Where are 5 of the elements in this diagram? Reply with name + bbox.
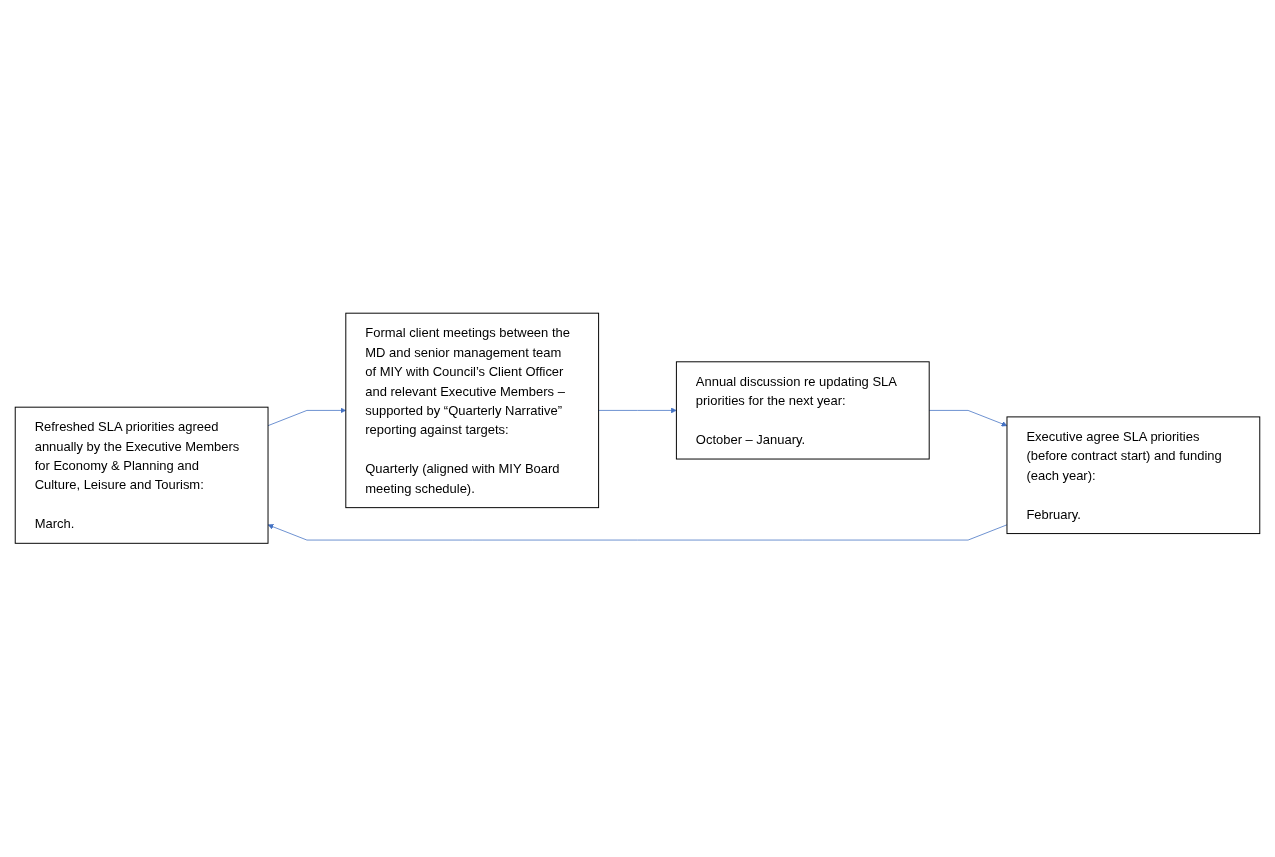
node-box	[675, 361, 930, 460]
flow-diagram: Refreshed SLA priorities agreed annually by the Executive Members for Economy & Planning and Culture, Leisure and Tourism: March. Formal client meetings between the MD and senior management team of MIY with Council’s Client Officer and relevant Executive Members – supported by “Quarterly Narrative” reporting against targets: Quarterly (aligned with MIY Board meeting schedule). Annual discussion re updating SLA priorities for the next year: October – January. Executive agree SLA priorities (before contract start) and funding (each year): February.	[10, 308, 1265, 549]
node-box	[14, 406, 269, 545]
node-box	[345, 312, 600, 509]
node-box	[1006, 416, 1261, 535]
